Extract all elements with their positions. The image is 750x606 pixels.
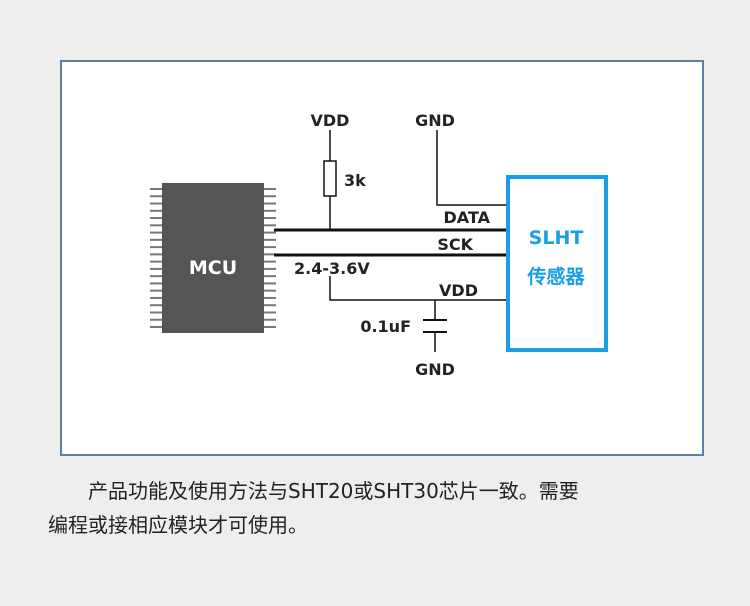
resistor-value-label: 3k (344, 171, 366, 190)
mcu-label: MCU (189, 257, 237, 279)
caption-line-1: 产品功能及使用方法与SHT20或SHT30芯片一致。需要 (88, 479, 579, 503)
caption-line-2: 编程或接相应模块才可使用。 (48, 513, 308, 537)
sensor-subtitle: 传感器 (526, 265, 585, 288)
sensor-box (506, 175, 608, 352)
pin-vdd-label: VDD (439, 281, 478, 300)
vdd-top-label: VDD (311, 111, 350, 130)
gnd-bottom-label: GND (415, 360, 455, 379)
mcu-chip (162, 183, 264, 333)
capacitor-value-label: 0.1uF (360, 317, 411, 336)
caption: 产品功能及使用方法与SHT20或SHT30芯片一致。需要 编程或接相应模块才可使… (48, 474, 708, 542)
circuit-diagram: MCU SLHT 传感器 VDD GND 3k DATA SCK 2.4-3.6… (150, 111, 608, 379)
gnd-top-label: GND (415, 111, 455, 130)
mcu-pins (150, 188, 276, 328)
pin-data-label: DATA (444, 208, 491, 227)
diagram-frame: MCU SLHT 传感器 VDD GND 3k DATA SCK 2.4-3.6… (60, 60, 704, 456)
resistor (323, 160, 337, 197)
vdd-wire (329, 276, 506, 301)
gnd-top-wire (436, 130, 506, 206)
voltage-range-label: 2.4-3.6V (294, 259, 370, 278)
sensor-name: SLHT (529, 227, 584, 249)
pin-sck-label: SCK (437, 235, 473, 254)
wires (274, 130, 506, 352)
